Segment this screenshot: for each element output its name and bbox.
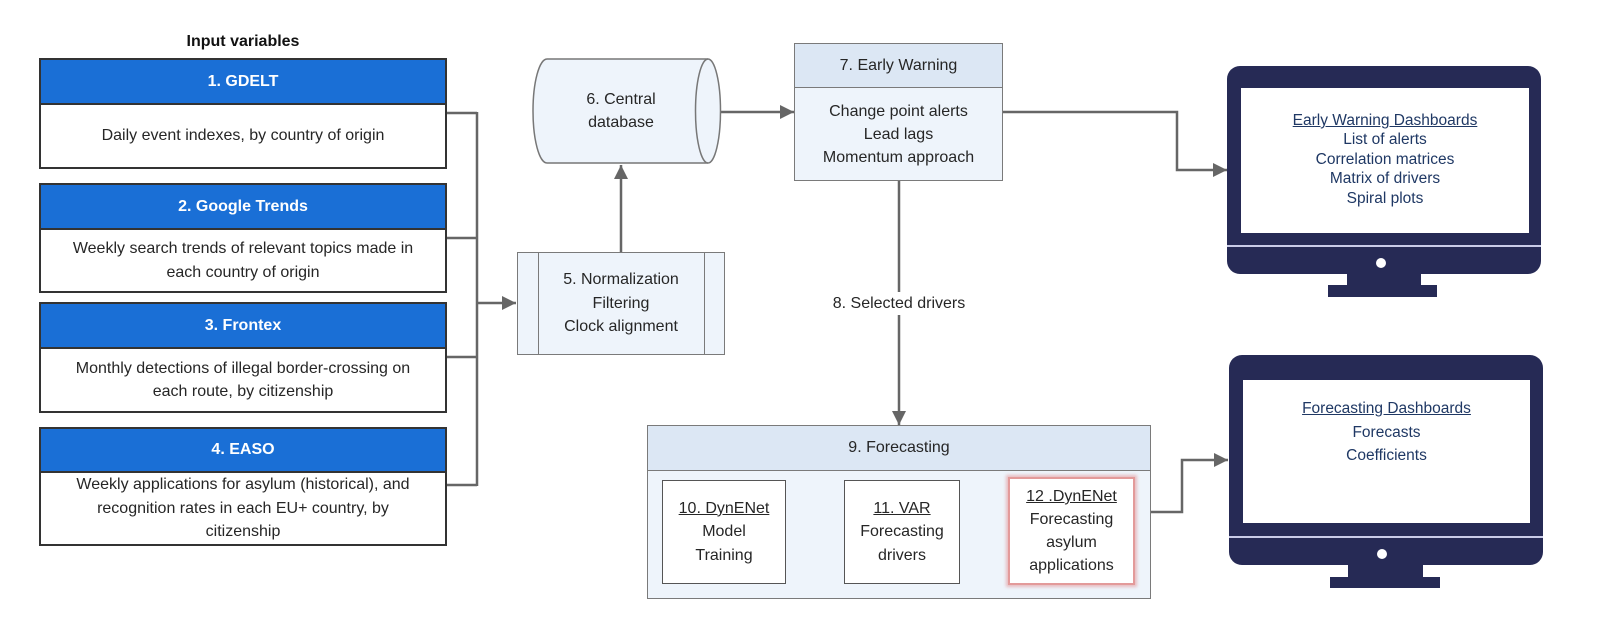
step-model-training: 10. DynENet Model Training	[662, 480, 786, 584]
early-warning-dashboard: Early Warning Dashboards List of alerts …	[1241, 111, 1529, 208]
normalization-line: Filtering	[592, 294, 650, 312]
early-warning-title: 7. Early Warning	[795, 44, 1002, 88]
database-cylinder-icon	[532, 58, 722, 164]
step-var-forecasting: 11. VAR Forecasting drivers	[844, 480, 960, 584]
early-warning-item: Lead lags	[863, 125, 934, 143]
description-line: Monthly detections of illegal border-cro…	[75, 359, 411, 377]
step-heading: 11. VAR	[873, 499, 931, 517]
forecasting-dashboard: Forecasting Dashboards Forecasts Coeffic…	[1243, 397, 1530, 468]
description-line: Weekly applications for asylum (historic…	[76, 476, 410, 494]
step-line: asylum	[1046, 534, 1097, 551]
step-line: drivers	[877, 546, 926, 564]
description-line: Daily event indexes, by country of origi…	[101, 127, 385, 145]
description-line: recognition rates in each EU+ country, b…	[97, 499, 389, 517]
dashboard-title: Early Warning Dashboards	[1292, 112, 1478, 129]
source-description: Weekly applications for asylum (historic…	[41, 473, 445, 544]
description-line: citizenship	[205, 523, 281, 541]
source-gdelt: 1. GDELT Daily event indexes, by country…	[39, 58, 447, 169]
source-header: 4. EASO	[41, 429, 445, 473]
source-frontex: 3. Frontex Monthly detections of illegal…	[39, 302, 447, 413]
dashboard-item: Matrix of drivers	[1329, 170, 1441, 188]
source-header: 3. Frontex	[41, 304, 445, 349]
database-line: database	[588, 114, 654, 131]
arrow-to-early-warning-dashboard	[1003, 110, 1227, 177]
forecasting-title: 9. Forecasting	[648, 426, 1150, 471]
input-variables-title: Input variables	[186, 33, 300, 50]
step-heading: 10. DynENet	[678, 499, 770, 517]
process-divider-right	[704, 253, 705, 354]
step-asylum-forecasting: 12 .DynENet Forecasting asylum applicati…	[1008, 477, 1135, 585]
arrow-to-forecasting-dashboard	[1151, 453, 1228, 514]
source-easo: 4. EASO Weekly applications for asylum (…	[39, 427, 447, 546]
early-warning-monitor-icon	[1227, 66, 1541, 297]
step-heading: 12 .DynENet	[1026, 488, 1117, 505]
dashboard-item: List of alerts	[1343, 131, 1427, 149]
early-warning-box: 7. Early Warning Change point alerts Lea…	[794, 43, 1003, 181]
step-line: Forecasting	[1029, 511, 1114, 528]
source-description: Daily event indexes, by country of origi…	[41, 105, 445, 167]
dashboard-item: Correlation matrices	[1315, 150, 1455, 168]
input-bus	[447, 111, 516, 487]
normalization-line: 5. Normalization	[563, 271, 679, 289]
source-header: 1. GDELT	[41, 60, 445, 105]
dashboard-item: Coefficients	[1346, 447, 1427, 464]
normalization-line: Clock alignment	[564, 318, 678, 336]
description-line: Weekly search trends of relevant topics …	[72, 240, 414, 257]
early-warning-item: Momentum approach	[822, 148, 975, 166]
description-line: each country of origin	[166, 263, 320, 281]
forecasting-monitor-icon	[1229, 355, 1543, 588]
early-warning-item: Change point alerts	[829, 102, 968, 120]
source-description: Weekly search trends of relevant topics …	[41, 230, 445, 291]
selected-drivers-label: 8. Selected drivers	[832, 295, 966, 312]
source-description: Monthly detections of illegal border-cro…	[41, 349, 445, 411]
process-divider-left	[538, 253, 539, 354]
dashboard-title: Forecasting Dashboards	[1302, 400, 1471, 417]
normalization-box: 5. Normalization Filtering Clock alignme…	[517, 252, 725, 355]
database-label: 6. Central database	[548, 78, 694, 144]
description-line: each route, by citizenship	[152, 383, 334, 400]
step-line: Training	[695, 546, 753, 564]
source-header: 2. Google Trends	[41, 185, 445, 230]
dashboard-item: Forecasts	[1352, 423, 1421, 441]
database-line: 6. Central	[586, 90, 656, 108]
dashboard-item: Spiral plots	[1346, 189, 1424, 207]
source-google-trends: 2. Google Trends Weekly search trends of…	[39, 183, 447, 293]
step-line: applications	[1029, 557, 1114, 574]
step-line: Forecasting	[860, 523, 944, 541]
step-line: Model	[702, 523, 746, 541]
early-warning-items: Change point alerts Lead lags Momentum a…	[795, 88, 1002, 180]
